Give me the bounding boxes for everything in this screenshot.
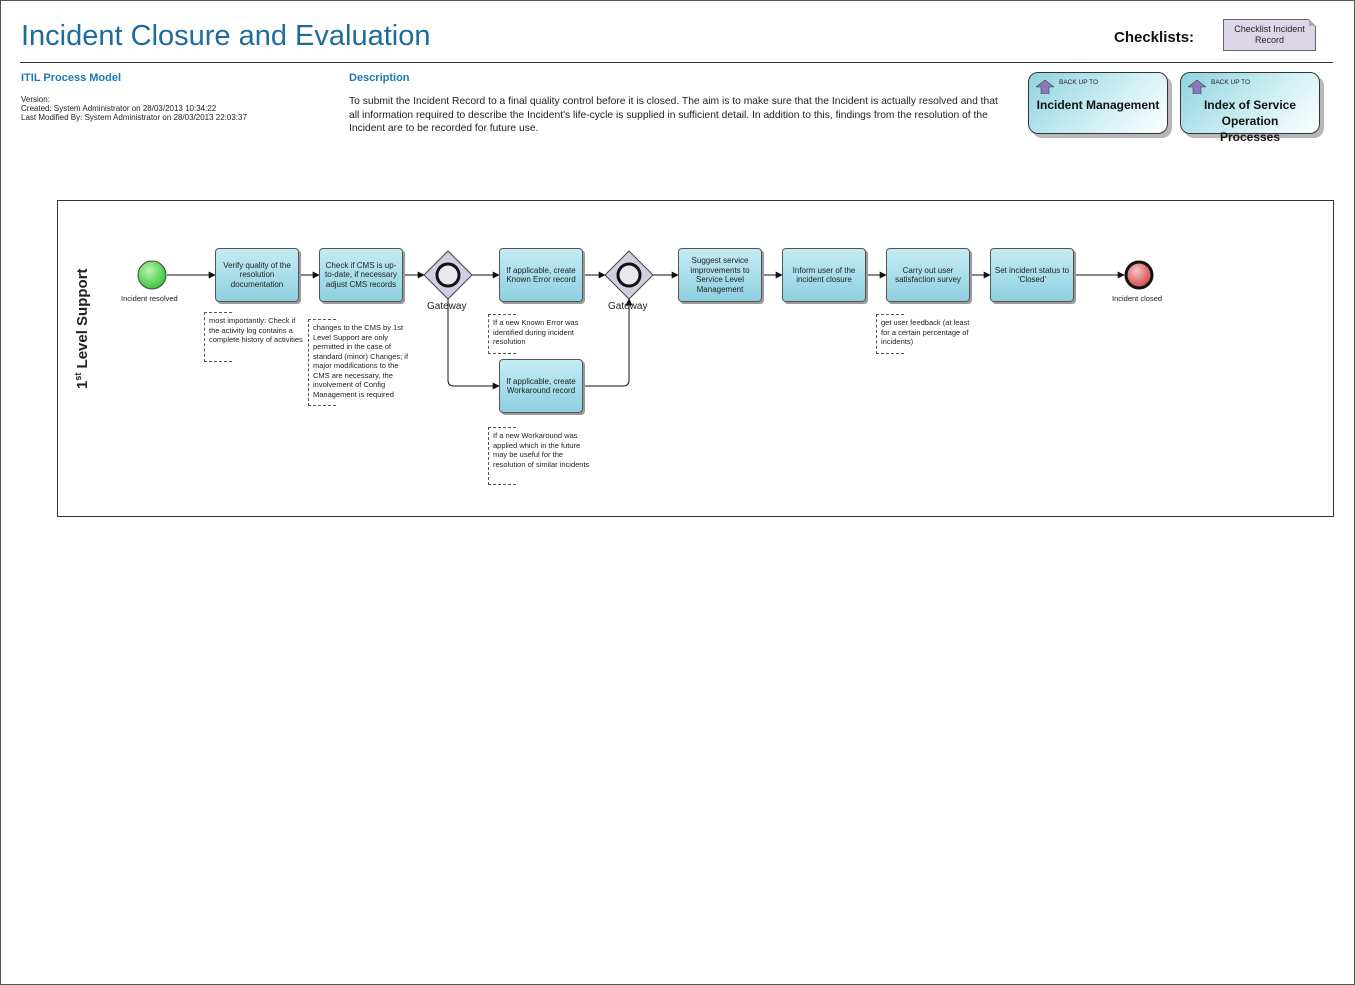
annotation-survey: get user feedback (at least for a certai… bbox=[876, 314, 980, 354]
version-label: Version: bbox=[21, 95, 50, 104]
task-verify-quality[interactable]: Verify quality of the resolution documen… bbox=[215, 248, 299, 302]
checklist-item-label: Checklist Incident Record bbox=[1234, 24, 1305, 45]
end-event bbox=[1124, 260, 1154, 290]
task-set-status-closed[interactable]: Set incident status to 'Closed' bbox=[990, 248, 1074, 302]
gateway-1-label: Gateway bbox=[427, 301, 467, 312]
annotation-workaround-text: If a new Workaround was applied which in… bbox=[493, 431, 590, 469]
process-model-heading: ITIL Process Model bbox=[21, 72, 122, 84]
start-event-label: Incident resolved bbox=[121, 294, 178, 303]
backup-caption: BACK UP TO bbox=[1059, 79, 1099, 86]
backup-caption: BACK UP TO bbox=[1211, 79, 1251, 86]
annotation-workaround: If a new Workaround was applied which in… bbox=[488, 427, 590, 485]
start-event bbox=[137, 260, 167, 290]
backup-target-label: Index of Service Operation Processes bbox=[1203, 98, 1297, 144]
flow-gateway1-workaround bbox=[447, 299, 500, 390]
task-satisfaction-survey[interactable]: Carry out user satisfaction survey bbox=[886, 248, 970, 302]
up-arrow-icon bbox=[1188, 80, 1206, 94]
title-divider bbox=[20, 62, 1333, 63]
flow-workaround-gateway2 bbox=[583, 298, 633, 387]
annotation-survey-text: get user feedback (at least for a certai… bbox=[881, 318, 970, 346]
task-inform-user[interactable]: Inform user of the incident closure bbox=[782, 248, 866, 302]
document-fold-icon bbox=[1309, 19, 1316, 26]
modified-info: Last Modified By: System Administrator o… bbox=[21, 113, 247, 122]
up-arrow-icon bbox=[1036, 80, 1054, 94]
gateway-2-label: Gateway bbox=[608, 301, 648, 312]
task-suggest-improvements[interactable]: Suggest service improvements to Service … bbox=[678, 248, 762, 302]
annotation-verify-text: most importantly: Check if the activity … bbox=[209, 316, 303, 344]
description-heading: Description bbox=[349, 72, 410, 84]
backup-incident-management-button[interactable]: BACK UP TO Incident Management bbox=[1028, 72, 1168, 134]
end-event-label: Incident closed bbox=[1112, 294, 1163, 303]
annotation-known-error-text: If a new Known Error was identified duri… bbox=[493, 318, 579, 346]
annotation-known-error: If a new Known Error was identified duri… bbox=[488, 314, 588, 354]
annotation-verify: most importantly: Check if the activity … bbox=[204, 312, 304, 362]
task-create-known-error[interactable]: If applicable, create Known Error record bbox=[499, 248, 583, 302]
checklists-label: Checklists: bbox=[1114, 29, 1195, 46]
backup-target-label: Incident Management bbox=[1036, 98, 1160, 112]
swimlane-pool bbox=[57, 200, 1334, 517]
annotation-cms: changes to the CMS by 1st Level Support … bbox=[308, 319, 412, 406]
annotation-cms-text: changes to the CMS by 1st Level Support … bbox=[313, 323, 409, 399]
task-create-workaround[interactable]: If applicable, create Workaround record bbox=[499, 359, 583, 413]
description-text: To submit the Incident Record to a final… bbox=[349, 96, 998, 134]
page-title: Incident Closure and Evaluation bbox=[21, 20, 431, 52]
backup-index-service-operation-button[interactable]: BACK UP TO Index of Service Operation Pr… bbox=[1180, 72, 1320, 144]
checklist-incident-record-link[interactable]: Checklist Incident Record bbox=[1223, 19, 1316, 51]
meta-block: Version: Created: System Administrator o… bbox=[21, 95, 247, 122]
gateway-2 bbox=[604, 250, 654, 300]
gateway-1 bbox=[423, 250, 473, 300]
created-info: Created: System Administrator on 28/03/2… bbox=[21, 104, 217, 113]
task-check-cms[interactable]: Check if CMS is up-to-date, if necessary… bbox=[319, 248, 403, 302]
